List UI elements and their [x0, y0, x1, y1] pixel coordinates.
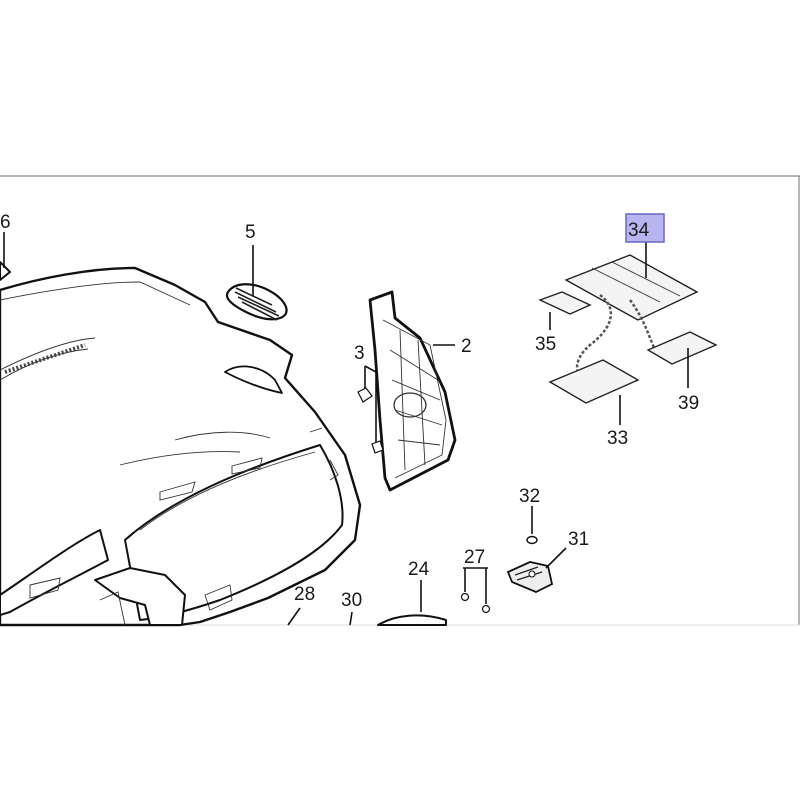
- callout-6: 6: [0, 212, 11, 233]
- callout-3: 3: [354, 343, 365, 364]
- callout-2: 2: [461, 336, 472, 357]
- callout-32: 32: [519, 486, 540, 507]
- callout-39: 39: [678, 393, 699, 414]
- callout-28: 28: [294, 584, 315, 605]
- dashboard-panel-part: [0, 266, 362, 627]
- parts-24-28-30: [287, 580, 447, 626]
- callout-27: 27: [464, 547, 485, 568]
- callout-33: 33: [607, 428, 628, 449]
- side-panel-part-2: [368, 290, 457, 492]
- bracket-part-31: [506, 547, 567, 593]
- callout-30: 30: [341, 590, 362, 611]
- callout-31: 31: [568, 529, 589, 550]
- clips-part-3: [357, 365, 384, 454]
- vent-grille-part-5: [225, 245, 288, 321]
- callout-24: 24: [408, 559, 430, 580]
- fasteners-part-27: [460, 567, 491, 614]
- callout-5: 5: [245, 222, 256, 243]
- grommet-part-32: [526, 506, 538, 545]
- part-6: [0, 232, 11, 281]
- callout-35: 35: [535, 334, 556, 355]
- callout-34: 34: [628, 220, 650, 241]
- sound-pads-parts-33-39: [538, 240, 718, 425]
- callout-34-highlight: [625, 213, 665, 243]
